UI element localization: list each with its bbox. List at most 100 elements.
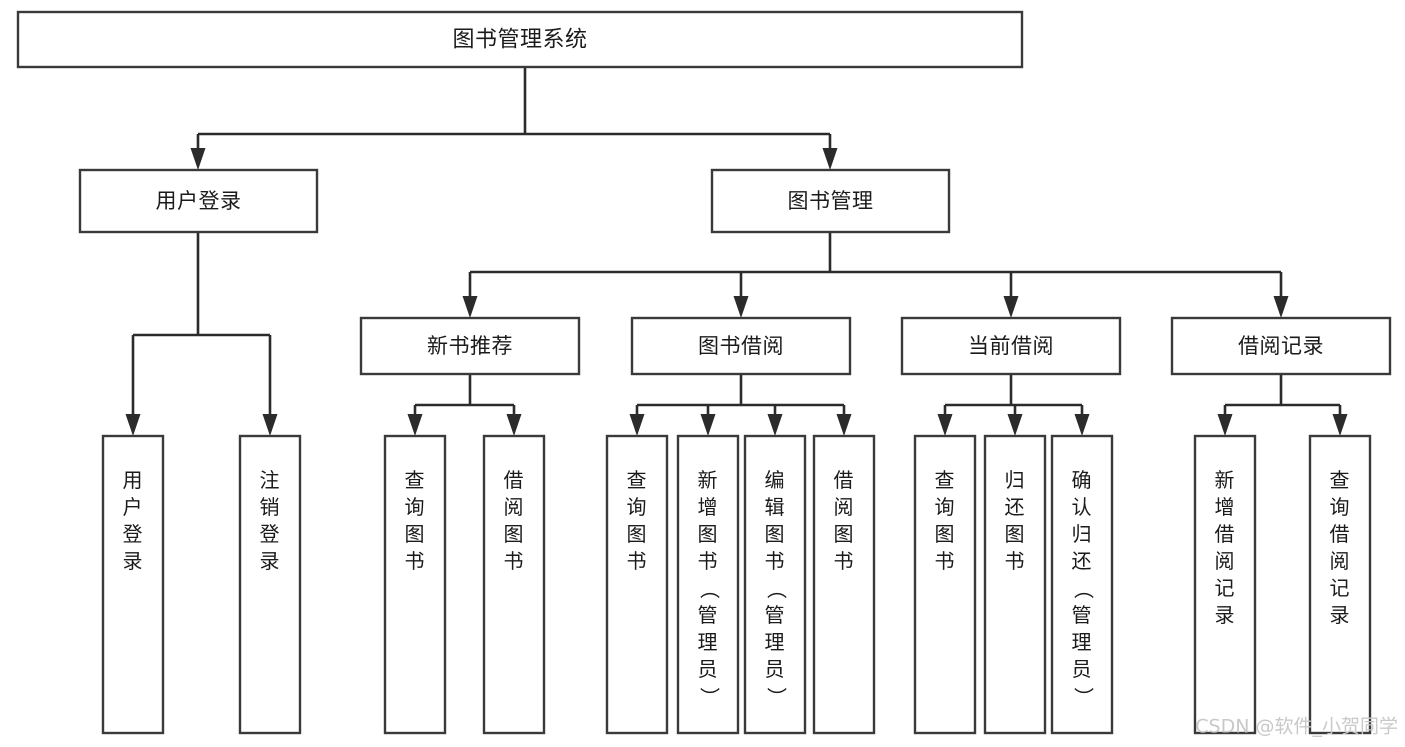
node-label-char: 认 (1072, 495, 1093, 519)
node-label-char: 新 (698, 468, 719, 492)
node-label-char: 询 (1330, 495, 1351, 519)
node-label-char: 图 (1005, 522, 1026, 546)
node-box-new-book-recommend[interactable] (359, 316, 581, 376)
node-label-char: 书 (1005, 549, 1026, 573)
node-new-book-recommend[interactable]: 新书推荐 (359, 316, 581, 376)
node-book-manage[interactable]: 图书管理 (710, 168, 951, 234)
node-label-char: 阅 (1330, 549, 1351, 573)
node-label-char: 归 (1005, 468, 1026, 492)
connector-arrowhead-icon (629, 414, 645, 436)
node-label-char: 询 (935, 495, 956, 519)
node-box-book-manage[interactable] (710, 168, 951, 234)
node-box-current-borrow[interactable] (900, 316, 1122, 376)
node-label-char: 登 (123, 522, 144, 546)
node-label-char: 管 (765, 603, 786, 627)
node-label-char: 管 (698, 603, 719, 627)
node-label-char: 还 (1005, 495, 1026, 519)
node-label-char: 还 (1072, 549, 1093, 573)
connector-book-borrow-to-leaves (629, 374, 852, 436)
node-box-leaf-borrow-book-new[interactable] (482, 434, 546, 735)
node-label-char: 图 (698, 522, 719, 546)
node-label-char: 确 (1072, 468, 1093, 492)
node-label-char: 新 (1215, 468, 1236, 492)
node-box-leaf-edit-book-admin[interactable] (743, 434, 807, 735)
node-leaf-user-login[interactable]: 用户登录 (101, 434, 165, 735)
node-label-char: （ (765, 579, 789, 600)
node-box-leaf-query-book-new[interactable] (383, 434, 447, 735)
node-label-char: 书 (935, 549, 956, 573)
node-box-leaf-add-book-admin[interactable] (676, 434, 740, 735)
node-label-char: ） (765, 687, 789, 708)
node-label-char: 借 (834, 468, 855, 492)
node-label-char: 询 (405, 495, 426, 519)
node-label-char: 阅 (1215, 549, 1236, 573)
connector-arrowhead-icon (190, 148, 206, 170)
connector-arrowhead-icon (822, 148, 838, 170)
node-current-borrow[interactable]: 当前借阅 (900, 316, 1122, 376)
node-box-book-borrow[interactable] (630, 316, 852, 376)
node-label-root: 图书管理系统 (452, 28, 587, 53)
connectors-layer (125, 67, 1348, 436)
node-label-char: 销 (260, 495, 281, 519)
node-box-root[interactable] (16, 10, 1024, 69)
node-user-login[interactable]: 用户登录 (78, 168, 319, 234)
node-box-leaf-user-login[interactable] (101, 434, 165, 735)
connector-root-to-tier2 (190, 67, 838, 170)
connector-arrowhead-icon (1007, 414, 1023, 436)
node-root[interactable]: 图书管理系统 (16, 10, 1024, 69)
node-label-char: 阅 (834, 495, 855, 519)
node-box-leaf-borrow-book[interactable] (812, 434, 876, 735)
connector-book-manage-to-tier3 (462, 232, 1289, 318)
node-label-char: 员 (765, 657, 786, 681)
node-label-char: 借 (1330, 522, 1351, 546)
node-box-leaf-query-book-current[interactable] (913, 434, 977, 735)
node-label-char: 注 (260, 468, 281, 492)
node-box-leaf-add-borrow-record[interactable] (1193, 434, 1257, 735)
node-label-char: 图 (504, 522, 525, 546)
node-label-book-manage: 图书管理 (788, 189, 874, 213)
node-label-char: （ (698, 579, 722, 600)
node-box-leaf-logout-login[interactable] (238, 434, 302, 735)
node-box-leaf-query-book-borrow[interactable] (605, 434, 669, 735)
connector-arrowhead-icon (462, 296, 478, 318)
node-box-borrow-record[interactable] (1170, 316, 1392, 376)
connector-arrowhead-icon (125, 414, 141, 436)
node-box-user-login[interactable] (78, 168, 319, 234)
node-label-char: 录 (1330, 603, 1351, 627)
node-label-char: 询 (627, 495, 648, 519)
node-label-char: 借 (1215, 522, 1236, 546)
node-label-char: 理 (698, 630, 719, 654)
connector-arrowhead-icon (506, 414, 522, 436)
node-box-leaf-confirm-return-admin[interactable] (1050, 434, 1114, 735)
node-box-leaf-query-borrow-record[interactable] (1308, 434, 1372, 735)
node-label-char: 借 (504, 468, 525, 492)
node-label-char: 书 (504, 549, 525, 573)
node-borrow-record[interactable]: 借阅记录 (1170, 316, 1392, 376)
node-label-char: 增 (698, 495, 719, 519)
node-box-leaf-return-book[interactable] (983, 434, 1047, 735)
connector-borrow-record-to-leaves (1217, 374, 1348, 436)
node-label-char: 查 (935, 468, 956, 492)
connector-arrowhead-icon (1003, 296, 1019, 318)
node-label-char: 书 (765, 549, 786, 573)
node-book-borrow[interactable]: 图书借阅 (630, 316, 852, 376)
